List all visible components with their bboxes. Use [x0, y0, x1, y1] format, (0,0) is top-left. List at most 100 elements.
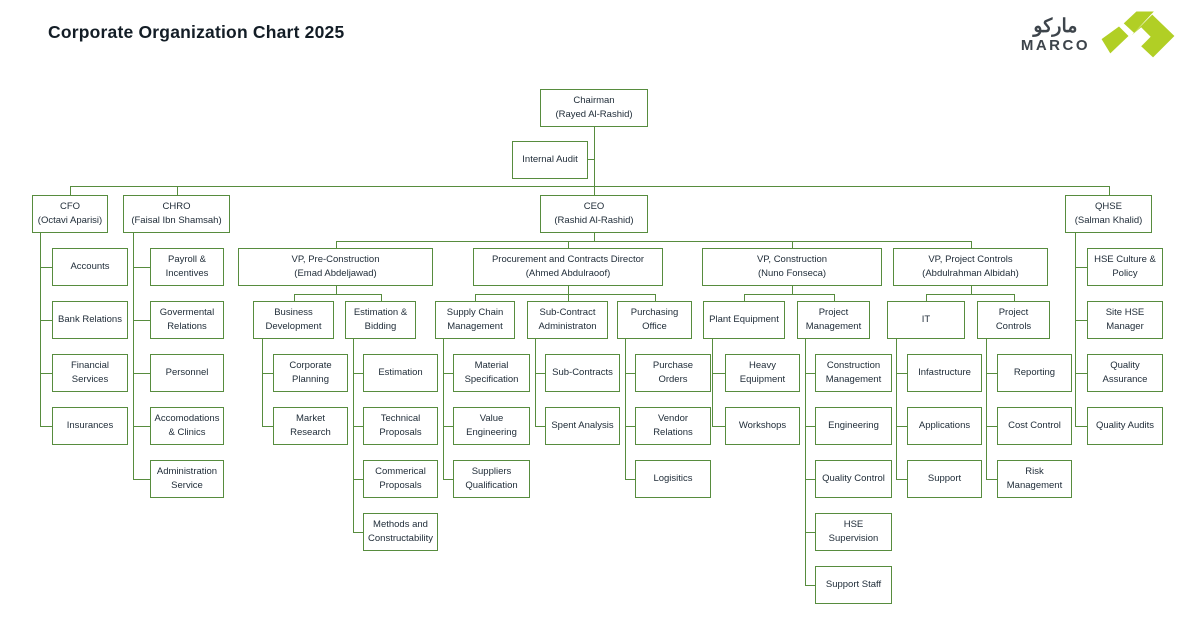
node-title: Workshops	[738, 420, 787, 432]
org-node-accounts: Accounts	[52, 248, 128, 286]
node-title: Engineering	[828, 420, 879, 432]
connector-line	[70, 186, 1110, 187]
node-title: Project Management	[805, 307, 862, 332]
node-title: Purchasing Office	[630, 307, 679, 332]
connector-line	[535, 339, 536, 427]
connector-line	[336, 286, 337, 294]
node-title: Sub-Contract Administraton	[538, 307, 597, 332]
org-node-hse-culture-policy: HSE Culture & Policy	[1087, 248, 1163, 286]
node-title: HSE Supervision	[828, 519, 879, 544]
connector-line	[805, 339, 806, 586]
connector-line	[40, 320, 52, 321]
org-node-vp-preconstruction: VP, Pre-Construction(Emad Abdeljawad)	[238, 248, 433, 286]
connector-line	[133, 426, 150, 427]
connector-line	[475, 294, 656, 295]
connector-line	[712, 373, 725, 374]
node-subtitle: (Abdulrahman Albidah)	[922, 268, 1019, 279]
org-node-commercial-proposals: Commerical Proposals	[363, 460, 438, 498]
org-node-hse-supervision: HSE Supervision	[815, 513, 892, 551]
node-title: Chairman	[573, 95, 615, 107]
connector-line	[896, 339, 897, 480]
node-title: Personnel	[165, 367, 209, 379]
org-node-supply-chain: Supply Chain Management	[435, 301, 515, 339]
org-node-qhse: QHSE(Salman Khalid)	[1065, 195, 1152, 233]
node-title: Construction Management	[825, 360, 882, 385]
node-title: Applications	[918, 420, 971, 432]
org-node-infrastructure: Infastructure	[907, 354, 982, 392]
connector-line	[262, 373, 273, 374]
connector-line	[1109, 186, 1110, 195]
connector-line	[294, 294, 382, 295]
org-node-procurement-director: Procurement and Contracts Director(Ahmed…	[473, 248, 663, 286]
org-node-reporting: Reporting	[997, 354, 1072, 392]
org-node-payroll-incentives: Payroll & Incentives	[150, 248, 224, 286]
org-node-spent-analysis: Spent Analysis	[545, 407, 620, 445]
node-title: Risk Management	[1006, 466, 1063, 491]
connector-line	[535, 373, 545, 374]
org-node-material-specification: Material Specification	[453, 354, 530, 392]
org-node-estimation-bidding: Estimation & Bidding	[345, 301, 416, 339]
connector-line	[535, 426, 545, 427]
connector-line	[353, 532, 363, 533]
org-node-financial-services: Financial Services	[52, 354, 128, 392]
connector-line	[805, 479, 815, 480]
connector-line	[336, 241, 337, 248]
connector-line	[986, 373, 997, 374]
org-node-administration-service: Administration Service	[150, 460, 224, 498]
org-node-chro: CHRO(Faisal Ibn Shamsah)	[123, 195, 230, 233]
node-title: Insurances	[66, 420, 114, 432]
connector-line	[336, 241, 972, 242]
connector-line	[475, 294, 476, 301]
org-node-logistics: Logisitics	[635, 460, 711, 498]
connector-line	[625, 426, 635, 427]
connector-line	[594, 186, 595, 195]
org-node-accommodations-clinics: Accomodations & Clinics	[150, 407, 224, 445]
org-node-workshops: Workshops	[725, 407, 800, 445]
node-title: Estimation & Bidding	[353, 307, 408, 332]
org-node-it: IT	[887, 301, 965, 339]
connector-line	[625, 373, 635, 374]
node-title: VP, Project Controls	[928, 254, 1013, 266]
connector-line	[587, 159, 595, 160]
connector-line	[568, 294, 569, 301]
node-title: Accounts	[70, 261, 110, 273]
org-node-estimation: Estimation	[363, 354, 438, 392]
node-title: Market Research	[290, 413, 331, 438]
org-node-suppliers-qualification: Suppliers Qualification	[453, 460, 530, 498]
connector-line	[896, 373, 907, 374]
node-subtitle: (Ahmed Abdulraoof)	[525, 268, 611, 279]
connector-line	[40, 233, 41, 427]
connector-line	[896, 426, 907, 427]
org-node-quality-assurance: Quality Assurance	[1087, 354, 1163, 392]
marco-logo-text: ماركو MARCO	[1021, 16, 1090, 54]
org-node-purchase-orders: Purchase Orders	[635, 354, 711, 392]
node-title: Infastructure	[918, 367, 971, 379]
org-node-project-controls: Project Controls	[977, 301, 1050, 339]
connector-line	[262, 339, 263, 427]
node-subtitle: (Rayed Al-Rashid)	[555, 109, 633, 120]
org-node-cost-control: Cost Control	[997, 407, 1072, 445]
node-title: Reporting	[1013, 367, 1056, 379]
connector-line	[70, 186, 71, 195]
connector-line	[443, 426, 453, 427]
org-node-purchasing-office: Purchasing Office	[617, 301, 692, 339]
connector-line	[1075, 320, 1087, 321]
connector-line	[353, 426, 363, 427]
org-node-vp-project-controls: VP, Project Controls (Abdulrahman Albidah…	[893, 248, 1048, 286]
connector-line	[1075, 373, 1087, 374]
node-title: Supply Chain Management	[446, 307, 504, 332]
org-node-vendor-relations: Vendor Relations	[635, 407, 711, 445]
connector-line	[40, 426, 52, 427]
org-node-value-engineering: Value Engineering	[453, 407, 530, 445]
connector-line	[594, 233, 595, 241]
org-node-subcontract-admin: Sub-Contract Administraton	[527, 301, 608, 339]
connector-line	[971, 241, 972, 248]
marco-logo: ماركو MARCO	[1021, 10, 1176, 62]
node-title: VP, Pre-Construction	[291, 254, 380, 266]
node-title: Quality Control	[822, 473, 885, 485]
connector-line	[443, 339, 444, 480]
node-title: Administration Service	[156, 466, 218, 491]
connector-line	[805, 426, 815, 427]
org-node-cfo: CFO(Octavi Aparisi)	[32, 195, 108, 233]
connector-line	[971, 286, 972, 294]
